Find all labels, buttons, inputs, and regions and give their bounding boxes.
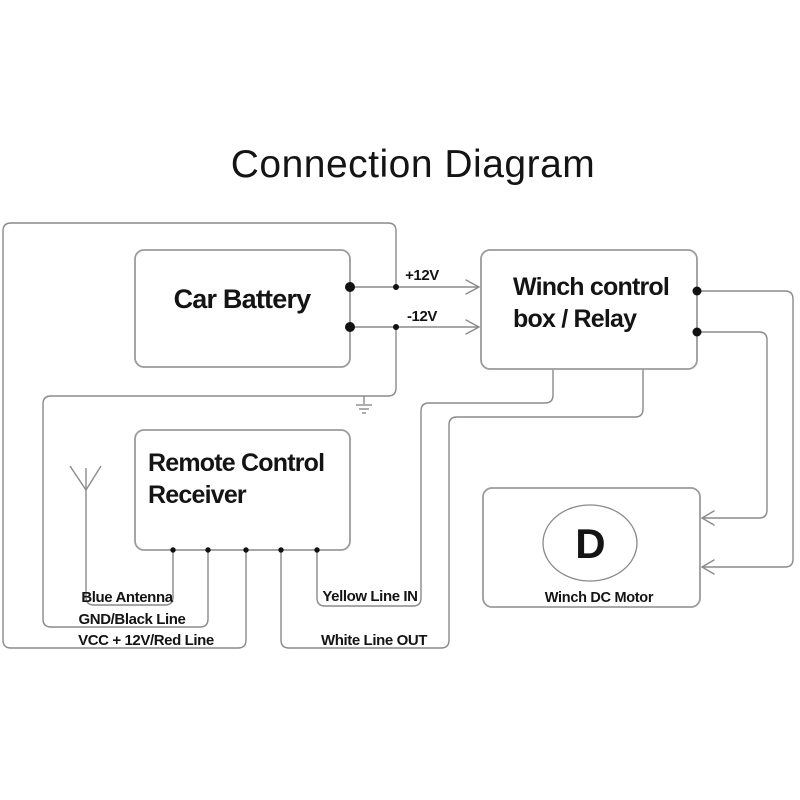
junction-dots xyxy=(170,282,702,553)
winch-to-motor-wire-2 xyxy=(697,331,768,519)
winch-control-label-line1: Winch control xyxy=(513,273,669,301)
white-out-wire xyxy=(280,369,644,649)
yellow-in-label: Yellow Line IN xyxy=(322,588,417,605)
receiver-label-line2: Receiver xyxy=(148,481,247,509)
arrow-left-motor-lower-icon xyxy=(700,559,715,575)
blue-antenna-wire xyxy=(85,468,174,606)
page-title: Connection Diagram xyxy=(231,143,596,186)
receiver-pin-antenna xyxy=(170,547,176,553)
winch-out-dot-2 xyxy=(692,327,702,337)
car-battery-label: Car Battery xyxy=(174,284,312,314)
battery-minus-dot xyxy=(345,322,355,332)
white-out-label: White Line OUT xyxy=(321,632,427,649)
car-battery-box xyxy=(134,249,351,368)
gnd-black-label: GND/Black Line xyxy=(79,611,186,628)
vcc-junction-dot xyxy=(393,284,399,290)
winch-control-box xyxy=(480,249,698,370)
winch-control-label-line2: box / Relay xyxy=(513,305,637,333)
minus12v-label: -12V xyxy=(407,308,437,325)
arrow-left-motor-upper-icon xyxy=(700,510,715,526)
battery-plus-dot xyxy=(345,282,355,292)
receiver-pin-gnd xyxy=(205,547,211,553)
receiver-pin-white xyxy=(278,547,284,553)
plus12v-label: +12V xyxy=(405,267,439,284)
motor-label: Winch DC Motor xyxy=(545,590,654,606)
antenna-icon xyxy=(69,465,102,491)
winch-out-dot-1 xyxy=(692,286,702,296)
receiver-pin-yellow xyxy=(314,547,320,553)
motor-symbol xyxy=(542,504,638,582)
vcc-red-label: VCC + 12V/Red Line xyxy=(78,632,214,649)
receiver-label-line1: Remote Control xyxy=(148,449,324,477)
blue-antenna-label: Blue Antenna xyxy=(81,589,173,606)
yellow-in-wire xyxy=(316,369,554,607)
ground-icon xyxy=(356,396,372,414)
winch-to-motor-wire-1 xyxy=(697,290,794,568)
motor-symbol-letter: D xyxy=(575,520,605,567)
gnd-junction-dot xyxy=(393,324,399,330)
vcc-red-wire xyxy=(2,222,397,649)
gnd-black-wire xyxy=(42,327,397,628)
arrow-right-plus12v-icon xyxy=(465,279,481,295)
arrow-right-minus12v-icon xyxy=(465,319,481,335)
remote-receiver-box xyxy=(134,429,351,551)
receiver-pin-vcc xyxy=(243,547,249,553)
